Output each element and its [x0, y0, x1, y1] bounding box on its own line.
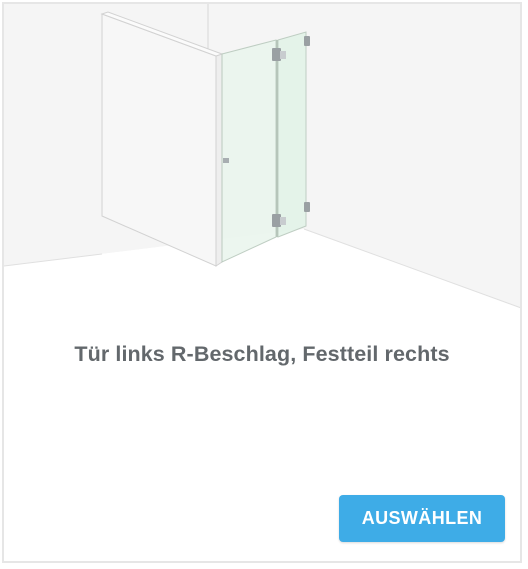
product-title: Tür links R-Beschlag, Festteil rechts — [74, 342, 450, 366]
shower-door-illustration — [4, 4, 520, 314]
product-card[interactable]: Tür links R-Beschlag, Festteil rechts AU… — [2, 2, 522, 563]
select-button[interactable]: AUSWÄHLEN — [339, 495, 505, 542]
